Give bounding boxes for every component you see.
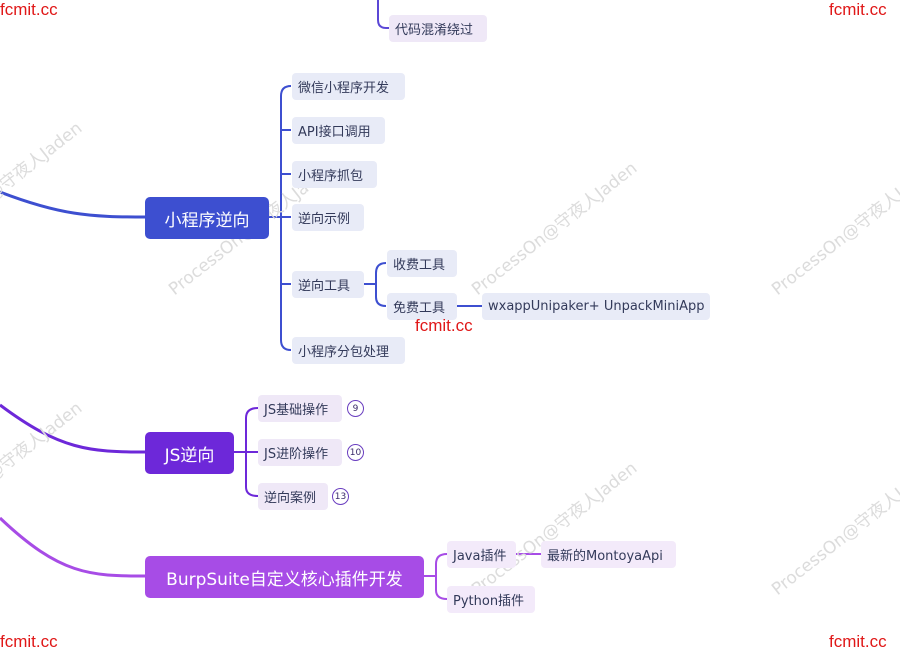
node-js-basic[interactable]: JS基础操作 [258,395,342,422]
node-tools[interactable]: 逆向工具 [292,271,364,298]
node-java-plugin[interactable]: Java插件 [447,541,516,568]
node-free-tools[interactable]: 免费工具 [387,293,457,320]
node-api-call[interactable]: API接口调用 [292,117,385,144]
watermark-site: fcmit.cc [829,632,887,651]
count-badge: 10 [347,444,364,461]
node-miniprogram-reverse[interactable]: 小程序逆向 [145,197,269,239]
node-capture[interactable]: 小程序抓包 [292,161,377,188]
node-js-advanced[interactable]: JS进阶操作 [258,439,342,466]
node-python-plugin[interactable]: Python插件 [447,586,535,613]
node-paid-tools[interactable]: 收费工具 [387,250,457,277]
watermark-site: fcmit.cc [415,316,473,335]
node-js-reverse[interactable]: JS逆向 [145,432,234,474]
node-wechat-dev[interactable]: 微信小程序开发 [292,73,405,100]
node-code-obfuscation-bypass[interactable]: 代码混淆绕过 [389,15,487,42]
count-badge: 13 [332,488,349,505]
count-badge: 9 [347,400,364,417]
node-reverse-cases[interactable]: 逆向案例 [258,483,328,510]
node-burpsuite-plugin-dev[interactable]: BurpSuite自定义核心插件开发 [145,556,424,598]
watermark-site: fcmit.cc [829,0,887,19]
node-free-tools-item[interactable]: wxappUnipaker+ UnpackMiniApp [482,293,710,320]
watermark-site: fcmit.cc [0,632,58,651]
node-example[interactable]: 逆向示例 [292,204,364,231]
watermark-site: fcmit.cc [0,0,58,19]
node-subpackage[interactable]: 小程序分包处理 [292,337,405,364]
node-montoya-api[interactable]: 最新的MontoyaApi [541,541,676,568]
